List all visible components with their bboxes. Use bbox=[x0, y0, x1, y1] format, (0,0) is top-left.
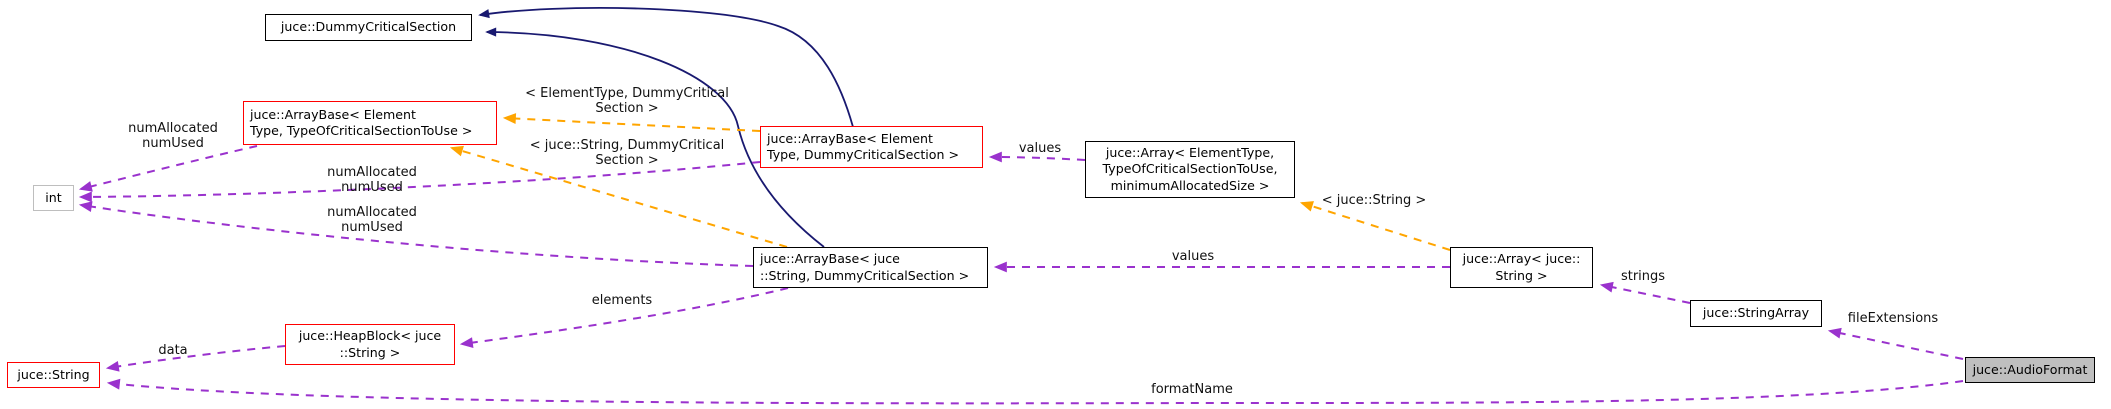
edge-label-line: formatName bbox=[1151, 382, 1233, 397]
edge-num-generic bbox=[78, 145, 258, 192]
node-label-line: int bbox=[45, 189, 62, 205]
edge-label-line: < juce::String > bbox=[1321, 193, 1427, 208]
edge-label-line: < juce::String, DummyCritical bbox=[529, 138, 725, 153]
node-string[interactable]: juce::String bbox=[7, 362, 100, 388]
edge-formatname bbox=[106, 378, 1964, 405]
node-label-line: juce::Array< ElementType, bbox=[1105, 144, 1275, 160]
edge-label-line: strings bbox=[1620, 269, 1666, 284]
node-label-line: Type, TypeOfCriticalSectionToUse > bbox=[250, 123, 473, 138]
node-label-line: ::String, DummyCriticalSection > bbox=[760, 267, 970, 283]
node-label-line: juce::ArrayBase< juce bbox=[760, 251, 900, 266]
node-array-generic[interactable]: juce::Array< ElementType,TypeOfCriticalS… bbox=[1085, 141, 1295, 198]
node-label-line: TypeOfCriticalSectionToUse, bbox=[1102, 161, 1278, 177]
node-label-line: String > bbox=[1495, 267, 1548, 283]
node-label-line: juce::ArrayBase< Element bbox=[767, 130, 933, 146]
node-arraybase-string-dummy[interactable]: juce::ArrayBase< juce::String, DummyCrit… bbox=[753, 247, 988, 288]
edge-label-fileextensions: fileExtensions bbox=[1848, 311, 1938, 326]
edge-tmpl-array-string bbox=[1299, 201, 1451, 251]
edge-label-data: data bbox=[158, 343, 187, 358]
node-label-line: juce::DummyCriticalSection bbox=[280, 19, 457, 35]
node-label-line: juce::Array< juce:: bbox=[1462, 251, 1581, 266]
node-label-line: juce::String bbox=[17, 366, 90, 382]
node-audioformat[interactable]: juce::AudioFormat bbox=[1965, 357, 2095, 383]
edge-label-line: values bbox=[1018, 141, 1062, 156]
node-label-line: juce::StringArray bbox=[1702, 305, 1810, 321]
node-stringarray[interactable]: juce::StringArray bbox=[1690, 300, 1822, 327]
edge-label-line: fileExtensions bbox=[1847, 311, 1939, 326]
edge-strings bbox=[1599, 281, 1691, 304]
edge-label-line: data bbox=[158, 343, 188, 358]
edge-label-elements: elements bbox=[592, 293, 652, 308]
node-array-string[interactable]: juce::Array< juce::String > bbox=[1450, 247, 1593, 288]
edge-label-values-string: values bbox=[1172, 249, 1214, 264]
edge-label-line: numAllocated bbox=[128, 121, 218, 136]
node-label-line: minimumAllocatedSize > bbox=[1110, 177, 1270, 193]
node-label-line: juce::ArrayBase< Element bbox=[250, 106, 416, 122]
edge-values-elem bbox=[988, 151, 1086, 163]
edge-label-formatname: formatName bbox=[1151, 382, 1233, 397]
edge-label-line: numAllocated bbox=[327, 205, 417, 220]
edge-label-strings: strings bbox=[1621, 269, 1665, 284]
edge-label-line: Section > bbox=[595, 153, 659, 168]
node-label-line: juce::HeapBlock< juce bbox=[298, 328, 442, 343]
node-label-line: Type, DummyCriticalSection > bbox=[767, 147, 959, 162]
node-label-line: ::String > bbox=[339, 344, 401, 360]
edge-fileextensions bbox=[1827, 327, 1964, 360]
edge-label-line: values bbox=[1171, 249, 1215, 264]
node-dummy-critical-section[interactable]: juce::DummyCriticalSection bbox=[265, 14, 472, 41]
edge-num-string bbox=[78, 201, 754, 267]
edge-label-line: elements bbox=[591, 293, 653, 308]
edge-label-line: numUsed bbox=[341, 180, 403, 195]
edge-label-line: < ElementType, DummyCritical bbox=[525, 86, 729, 101]
edge-label-line: numUsed bbox=[142, 136, 204, 151]
edge-data bbox=[105, 345, 286, 372]
node-int[interactable]: int bbox=[33, 185, 74, 211]
edge-label-line: Section > bbox=[595, 101, 659, 116]
edge-label-line: numAllocated bbox=[327, 165, 417, 180]
edge-label-values-elem: values bbox=[1019, 141, 1061, 156]
edge-label-line: numUsed bbox=[341, 220, 403, 235]
edge-tmpl-elem bbox=[502, 113, 761, 132]
node-heapblock-string[interactable]: juce::HeapBlock< juce::String > bbox=[285, 324, 455, 365]
edge-label-tmpl-array-string: < juce::String > bbox=[1322, 193, 1427, 208]
node-label-line: juce::AudioFormat bbox=[1972, 361, 2088, 377]
